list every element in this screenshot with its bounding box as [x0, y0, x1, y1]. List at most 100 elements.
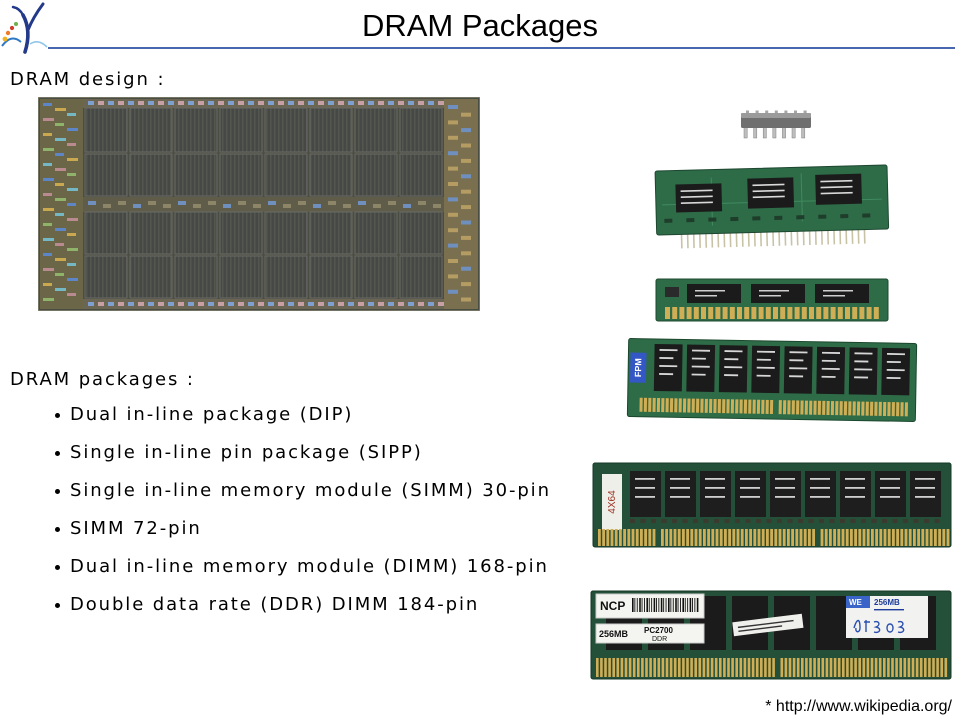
edge-contact [714, 658, 718, 677]
edge-contact [686, 307, 692, 319]
dram-chip [816, 346, 846, 395]
bond-pad [228, 101, 234, 105]
periphery-circuit [67, 143, 76, 146]
bond-pad [148, 101, 154, 105]
bullet-dot-icon [55, 603, 60, 608]
edge-contact [639, 397, 643, 412]
bond-pad [388, 101, 394, 105]
barcode-bar [665, 598, 667, 612]
chip-marking [724, 350, 743, 353]
periphery-circuit [193, 204, 201, 208]
fpm-sticker-text: FPM [633, 358, 643, 377]
list-item-label: Dual in-line package (DIP) [70, 404, 354, 425]
periphery-circuit [55, 153, 64, 156]
edge-contact [729, 307, 735, 319]
memory-array-block [309, 107, 353, 153]
bond-pad [338, 302, 344, 306]
smd-component [686, 218, 695, 223]
edge-contact [735, 399, 739, 414]
dram-chip [815, 284, 869, 303]
barcode-bar [648, 598, 650, 612]
edge-contact [874, 658, 878, 677]
memory-array-block [129, 107, 173, 153]
smd-component [714, 519, 719, 523]
edge-contact [858, 658, 861, 677]
edge-contact [825, 658, 829, 677]
smd-component [840, 519, 845, 523]
periphery-circuit [388, 201, 396, 205]
dram-chip [630, 471, 661, 517]
dram-chip [783, 346, 813, 394]
edge-contact [813, 658, 816, 677]
edge-contact [673, 529, 677, 546]
edge-contact [791, 400, 795, 415]
packages-section-heading: DRAM packages : [10, 369, 195, 390]
edge-contact [661, 398, 665, 413]
edge-contact [766, 529, 769, 546]
edge-contact [632, 658, 636, 677]
memory-array-block [264, 255, 308, 299]
chip-marking [680, 189, 713, 192]
smd-component [796, 215, 805, 220]
chip-marking [789, 375, 804, 378]
edge-contact [900, 529, 904, 546]
edge-contact [604, 658, 607, 677]
bond-pad [438, 302, 444, 306]
chip-marking [756, 366, 775, 369]
bond-pad [108, 302, 114, 306]
edge-contact [602, 529, 605, 546]
edge-contact [904, 402, 908, 417]
smd-component [913, 519, 919, 523]
edge-contact [841, 529, 845, 546]
edge-contact [743, 658, 747, 677]
bond-pad [278, 101, 284, 105]
bond-pad [128, 101, 134, 105]
bond-pad [378, 101, 384, 105]
memory-array-block [264, 153, 308, 197]
bond-pad [358, 302, 364, 306]
fpm-sticker [629, 352, 647, 383]
dram-chip [665, 471, 696, 517]
smd-component [651, 519, 656, 523]
periphery-circuit [43, 223, 52, 226]
barcode-bar [680, 598, 681, 612]
barcode-bar [632, 598, 634, 612]
edge-contact [765, 399, 769, 414]
edge-contact [843, 401, 848, 416]
bond-pad [308, 302, 314, 306]
periphery-circuit [67, 128, 78, 131]
bullet-dot-icon [55, 489, 60, 494]
edge-contact [871, 529, 874, 546]
smd-component [640, 519, 646, 523]
smd-component [756, 519, 761, 523]
edge-contact [808, 529, 811, 546]
die-circuit-layer [43, 101, 471, 306]
periphery-circuit [403, 204, 411, 208]
bond-pad [88, 302, 94, 306]
edge-contact [830, 401, 835, 416]
edge-contact [645, 658, 648, 677]
edge-contact [616, 658, 620, 677]
edge-contact [752, 399, 756, 414]
edge-contact [787, 529, 790, 546]
bond-pad [318, 302, 324, 306]
bond-pad [408, 302, 414, 306]
edge-contact [812, 529, 815, 546]
smd-component [840, 214, 849, 219]
periphery-circuit [55, 288, 66, 291]
edge-contact [796, 400, 800, 415]
chip-marking [915, 487, 935, 489]
barcode-bar [692, 598, 693, 612]
chip-marking [724, 358, 739, 361]
periphery-circuit [43, 283, 52, 286]
edge-contact [764, 658, 767, 677]
edge-contact [678, 398, 682, 413]
periphery-circuit [313, 204, 321, 208]
periphery-circuit [55, 258, 66, 261]
periphery-circuit [55, 213, 64, 216]
chip-marking [886, 376, 901, 380]
edge-contact [706, 658, 710, 677]
memory-array-block [174, 255, 218, 299]
slide-title: DRAM Packages [361, 8, 599, 43]
chip-marking [886, 361, 901, 364]
